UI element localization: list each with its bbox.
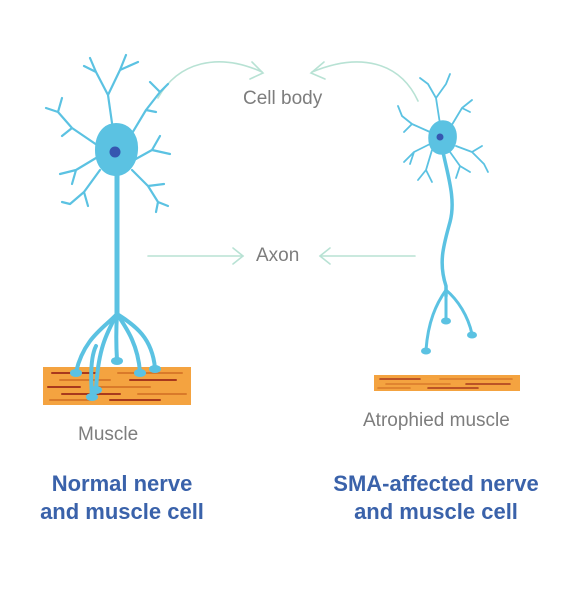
sma-caption-line1: SMA-affected nerve xyxy=(333,471,539,496)
atrophied-muscle-shape xyxy=(374,375,520,391)
sma-nucleus xyxy=(436,133,444,141)
sma-caption-line2: and muscle cell xyxy=(354,499,518,524)
normal-muscle xyxy=(43,367,191,405)
normal-terminal-bulbs xyxy=(70,357,161,401)
sma-axon xyxy=(440,150,454,298)
sma-terminal-bulbs xyxy=(421,317,477,355)
atrophied-muscle-label: Atrophied muscle xyxy=(363,410,510,431)
normal-terminals xyxy=(74,312,157,398)
sma-dendrites xyxy=(397,73,489,183)
sma-neuron xyxy=(397,73,489,355)
normal-nucleus xyxy=(109,146,121,158)
normal-caption: Normal nerve and muscle cell xyxy=(12,470,232,526)
normal-caption-line1: Normal nerve xyxy=(51,471,193,496)
normal-neuron xyxy=(44,53,172,401)
normal-caption-line2: and muscle cell xyxy=(40,499,204,524)
sma-caption: SMA-affected nerve and muscle cell xyxy=(316,470,556,526)
cell-body-arrow-right xyxy=(311,61,419,102)
axon-arrow-left-head xyxy=(232,247,245,265)
axon-arrow-right-head xyxy=(318,247,331,265)
cell-body-arrow-left-head xyxy=(249,61,265,80)
axon-label: Axon xyxy=(256,245,300,266)
cell-body-arrow-right-head xyxy=(309,61,326,80)
normal-dendrites xyxy=(44,53,172,214)
cell-body-label: Cell body xyxy=(243,88,323,109)
axon-arrows xyxy=(147,247,416,265)
sma-terminals xyxy=(424,288,474,352)
muscle-label: Muscle xyxy=(78,424,139,445)
